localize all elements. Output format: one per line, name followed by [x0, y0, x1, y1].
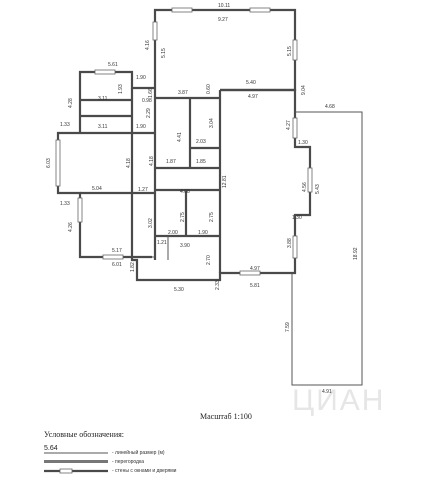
wall-left-stack: [78, 70, 155, 133]
dim-v-759: 7.59: [285, 322, 291, 332]
scale-label: Масштаб 1:100: [200, 412, 252, 421]
dim-w-530: 5.30: [174, 287, 184, 293]
window-right-3: [292, 235, 298, 259]
window-right-2: [307, 167, 313, 193]
dim-top-total: 10.11: [218, 3, 230, 9]
dim-w-190c: 1.90: [198, 230, 208, 236]
dim-w-130b: 1.30: [292, 215, 302, 221]
dim-v-418b: 4.18: [149, 156, 155, 166]
dim-room-311-b: 3.11: [98, 124, 108, 130]
dim-w-497a: 4.97: [248, 94, 258, 100]
dim-w-190b: 1.90: [136, 124, 146, 130]
dim-w-408: 4.08: [180, 189, 190, 195]
window-bottom-2: [239, 270, 261, 276]
dim-top-inner-h: 5.15: [161, 48, 167, 58]
dim-w-127: 1.27: [138, 187, 148, 193]
dim-small-left-w: 5.61: [108, 62, 118, 68]
dim-v-418a: 4.18: [126, 158, 132, 168]
dim-w-130a: 1.30: [298, 140, 308, 146]
dim-w-491: 4.91: [322, 389, 332, 395]
dim-v-233: 2.33: [215, 280, 221, 290]
legend-partition-symbol: [44, 460, 108, 463]
dim-small-b: 1.66: [148, 88, 154, 98]
window-top-1: [171, 7, 193, 13]
dim-v-1281: 12.81: [222, 175, 228, 188]
dim-v-427: 4.27: [286, 120, 292, 130]
dim-w-187: 1.87: [166, 159, 176, 165]
dim-top-left-h: 4.16: [145, 40, 151, 50]
dim-room-311-a: 3.11: [98, 96, 108, 102]
window-topleft-side: [152, 21, 158, 41]
dim-v-193: 1.93: [118, 84, 124, 94]
dim-small-a: 1.90: [136, 75, 146, 81]
dim-w-200: 2.00: [168, 230, 178, 236]
dim-v-1892: 18.92: [353, 247, 359, 260]
terrace-outline: [291, 111, 363, 386]
window-top-2: [249, 7, 271, 13]
window-bottom-1: [102, 254, 124, 260]
dim-v-543: 5.43: [315, 184, 321, 194]
dim-w-133b: 1.33: [60, 201, 70, 207]
dim-v-229: 2.29: [146, 108, 152, 118]
dim-v-441: 4.41: [177, 132, 183, 142]
dim-v-270: 2.70: [206, 255, 212, 265]
dim-w-517: 5.17: [112, 248, 122, 254]
dim-w-387: 3.87: [178, 90, 188, 96]
dim-w-601: 6.01: [112, 262, 122, 268]
legend-item-partition: - перегородка: [112, 459, 145, 465]
dim-v-456: 4.56: [302, 182, 308, 192]
window-topright-side: [292, 39, 298, 61]
watermark: ЦИАН: [292, 384, 385, 417]
dim-v-304: 3.04: [209, 118, 215, 128]
legend-item-dimension: - линейный размер (м): [112, 450, 165, 456]
dim-top-bottom: 5.40: [246, 80, 256, 86]
legend-window-symbol: [59, 468, 73, 474]
dim-small-c: 0.98: [142, 98, 152, 104]
window-stack-top: [94, 69, 116, 75]
window-left-mid: [55, 139, 61, 187]
dim-w-133a: 1.33: [60, 122, 70, 128]
dim-w-504: 5.04: [92, 186, 102, 192]
dim-v-275a: 2.75: [180, 212, 186, 222]
dim-w-581: 5.81: [250, 283, 260, 289]
dim-w-121: 1.21: [157, 240, 167, 246]
dim-w-390: 3.90: [180, 243, 190, 249]
window-right-1: [292, 117, 298, 139]
dim-top-room-w: 9.27: [218, 17, 228, 23]
dim-v-904: 9.04: [301, 85, 307, 95]
dim-w-185: 1.85: [196, 159, 206, 165]
dim-h-428: 4.28: [68, 98, 74, 108]
dim-v-388: 3.88: [287, 238, 293, 248]
wall-left-middle: [56, 131, 152, 259]
dim-v-182: 1.82: [130, 262, 136, 272]
legend-symbols: [44, 452, 108, 474]
dim-v-203: 2.03: [196, 139, 206, 145]
dim-v-275b: 2.75: [209, 212, 215, 222]
window-left-lower: [77, 197, 83, 223]
legend-sample-value: 5.64: [44, 445, 58, 452]
legend-item-wall: - стены с окнами и дверями: [112, 468, 177, 474]
dim-h-603: 6.03: [46, 158, 52, 168]
dim-w-468: 4.68: [325, 104, 335, 110]
legend-title: Условные обозначения:: [44, 430, 125, 439]
wall-bottom-left: [130, 193, 222, 282]
dimension-labels: 10.11 9.27 4.16 5.15 5.15 5.40 5.61 1.90…: [46, 3, 359, 395]
windows: [55, 7, 313, 276]
dim-h-426: 4.26: [68, 222, 74, 232]
dim-w-497b: 4.97: [250, 266, 260, 272]
dim-top-right-h: 5.15: [287, 46, 293, 56]
dim-v-060: 0.60: [206, 84, 212, 94]
dim-v-302: 3.02: [148, 218, 154, 228]
